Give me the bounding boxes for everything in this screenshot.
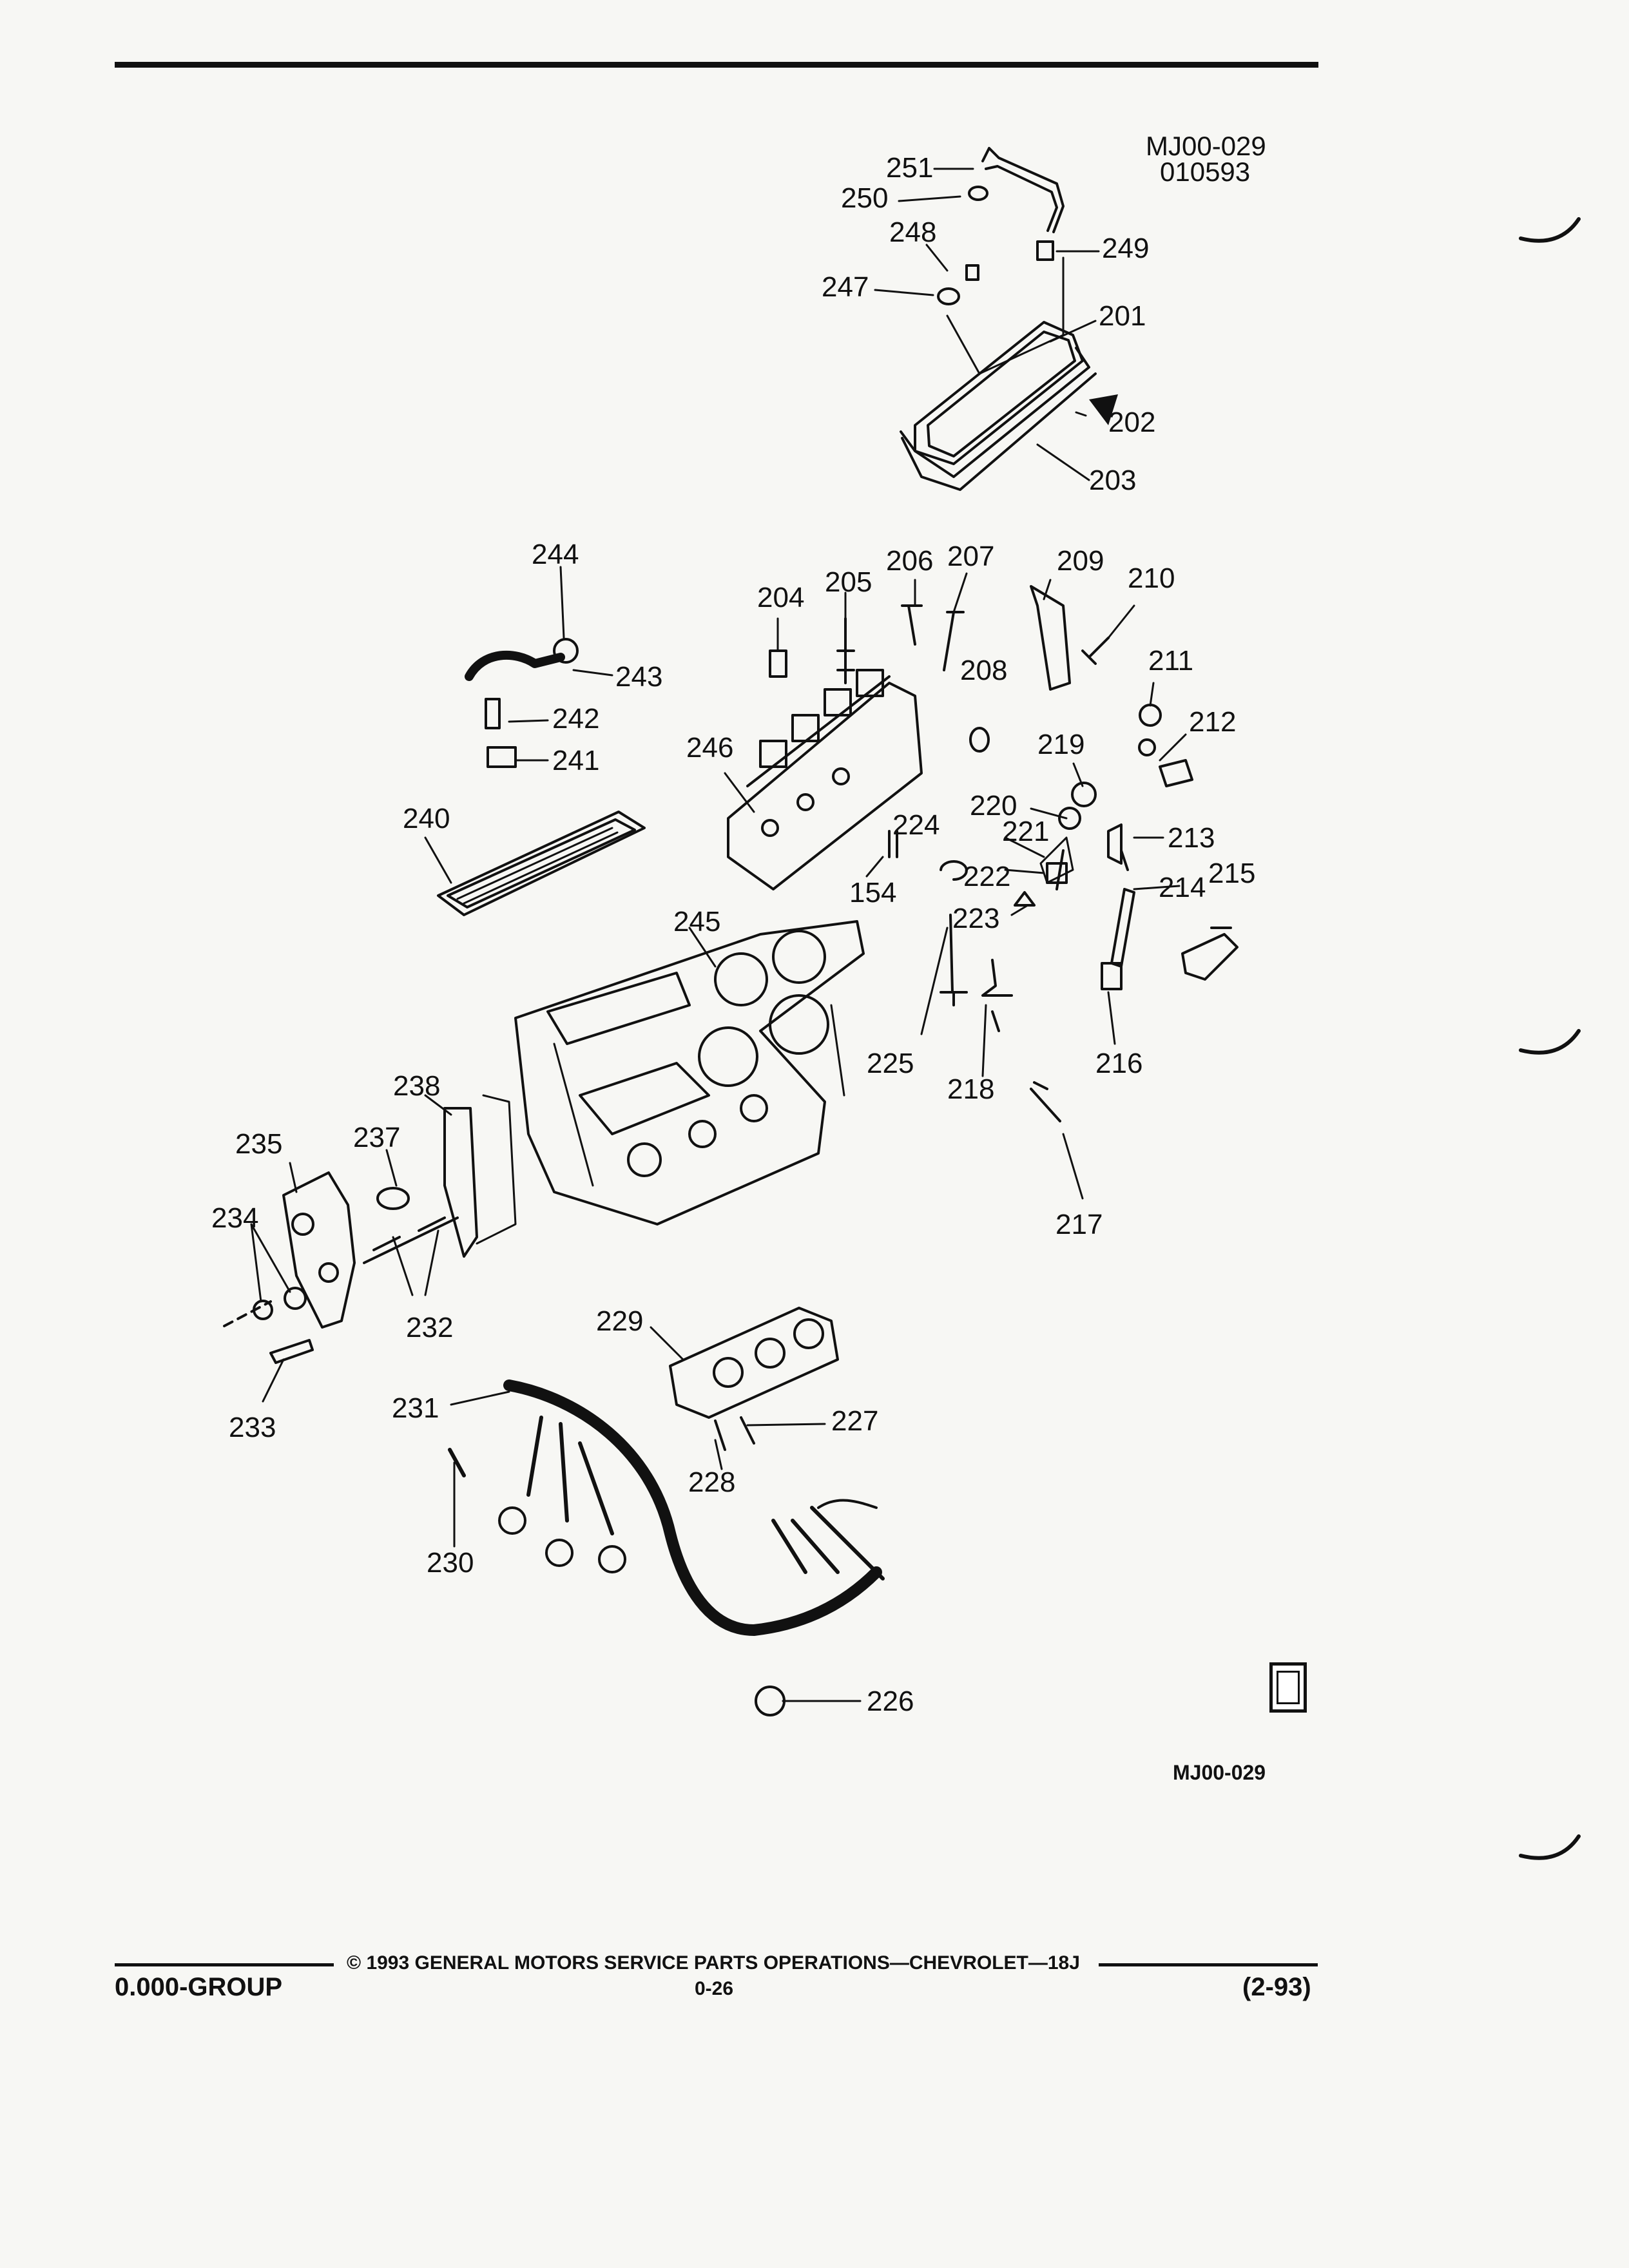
callout-241: 241: [552, 745, 599, 776]
callout-211: 211: [1148, 645, 1193, 677]
callout-219: 219: [1037, 729, 1084, 760]
callout-247: 247: [822, 271, 869, 303]
callout-246: 246: [686, 732, 733, 764]
callout-248: 248: [889, 216, 936, 248]
callout-244: 244: [532, 539, 579, 570]
callout-232: 232: [406, 1312, 453, 1343]
footer-rule-left: [115, 1963, 334, 1966]
callout-225: 225: [867, 1048, 914, 1079]
footer-group: 0.000-GROUP: [115, 1973, 283, 2001]
callout-234: 234: [211, 1202, 258, 1234]
callout-214: 214: [1159, 872, 1206, 903]
callout-204: 204: [757, 582, 804, 613]
callout-212: 212: [1189, 706, 1236, 738]
footer-date: (2-93): [1242, 1973, 1311, 2001]
callout-231: 231: [392, 1392, 439, 1424]
callout-229: 229: [596, 1305, 643, 1337]
diagram-code: MJ00-029: [1146, 131, 1266, 161]
callout-251: 251: [886, 152, 933, 184]
callout-205: 205: [825, 566, 872, 598]
pcv-hose-assembly: [465, 638, 579, 768]
callout-235: 235: [235, 1128, 282, 1160]
leader-lines: [250, 168, 1187, 1702]
wiring-harness: [448, 1379, 885, 1716]
callout-228: 228: [688, 1466, 735, 1498]
callout-227: 227: [831, 1405, 878, 1437]
valve-cover-assembly: [900, 147, 1097, 491]
callout-226: 226: [867, 1686, 914, 1717]
callout-215: 215: [1208, 858, 1255, 889]
callout-233: 233: [229, 1412, 276, 1443]
callout-202: 202: [1108, 407, 1155, 438]
footer-rule-right: [1099, 1963, 1318, 1966]
footer-page-number: 0-26: [695, 1978, 734, 1999]
arrow-202: [1089, 394, 1118, 425]
engine-block: [514, 920, 865, 1225]
binder-marks: [1519, 217, 1581, 1860]
figure-code: MJ00-029: [1173, 1761, 1266, 1784]
callout-238: 238: [393, 1070, 440, 1102]
callout-221: 221: [1002, 816, 1049, 847]
callout-154: 154: [849, 877, 896, 908]
callout-201: 201: [1099, 300, 1146, 332]
callout-210: 210: [1128, 562, 1175, 594]
valvetrain-parts: [769, 585, 1239, 1122]
intake-gasket: [437, 811, 646, 916]
callout-216: 216: [1095, 1048, 1142, 1079]
callout-242: 242: [552, 703, 599, 735]
callout-243: 243: [615, 661, 662, 693]
callout-218: 218: [947, 1073, 994, 1105]
callout-230: 230: [427, 1547, 474, 1579]
gm-spo-logo: [1269, 1662, 1307, 1713]
callout-labels: 251 250 248 247 249 201 202 203 244 243 …: [211, 152, 1255, 1717]
callout-250: 250: [841, 182, 888, 214]
callout-223: 223: [952, 903, 999, 934]
callout-224: 224: [892, 809, 940, 841]
callout-249: 249: [1102, 233, 1149, 264]
diagram-date-code: 010593: [1160, 157, 1251, 187]
callout-245: 245: [673, 906, 720, 937]
callout-213: 213: [1168, 822, 1215, 854]
callout-203: 203: [1089, 465, 1136, 496]
callout-220: 220: [970, 790, 1017, 822]
gm-spo-logo-mark: [1277, 1671, 1300, 1704]
callout-217: 217: [1055, 1209, 1103, 1240]
callout-222: 222: [963, 861, 1010, 892]
footer-copyright: © 1993 GENERAL MOTORS SERVICE PARTS OPER…: [347, 1952, 1080, 1974]
accessory-bracket: [223, 1094, 517, 1364]
callout-240: 240: [403, 803, 450, 834]
cylinder-head: [727, 669, 923, 890]
callout-237: 237: [353, 1122, 400, 1153]
callout-208: 208: [960, 655, 1007, 686]
header-rule: [115, 62, 1318, 68]
callout-209: 209: [1057, 545, 1104, 577]
callout-207: 207: [947, 541, 994, 572]
ignition-coil-module: [669, 1307, 839, 1451]
callout-206: 206: [886, 545, 933, 577]
